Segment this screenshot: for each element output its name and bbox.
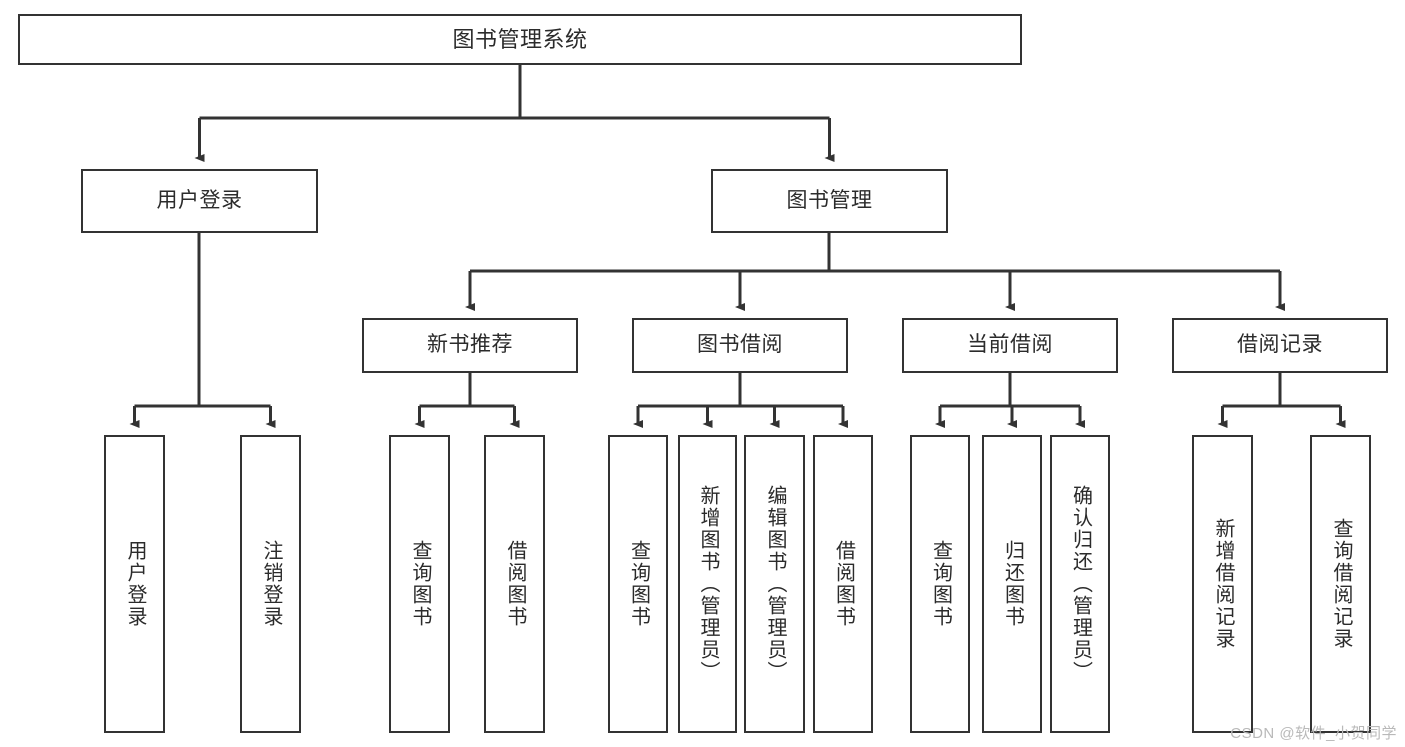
node-label: 借阅图书 bbox=[504, 540, 526, 628]
node-label: 借阅图书 bbox=[832, 540, 855, 628]
node-label: 图书借阅 bbox=[697, 333, 783, 357]
node-r_add[interactable]: 新增借阅记录 bbox=[1192, 435, 1253, 733]
node-b_query[interactable]: 查询图书 bbox=[608, 435, 668, 733]
node-label: 查询借阅记录 bbox=[1330, 518, 1352, 650]
node-label: 当前借阅 bbox=[967, 333, 1053, 357]
node-label: 借阅记录 bbox=[1237, 333, 1323, 357]
node-r_query[interactable]: 查询借阅记录 bbox=[1310, 435, 1371, 733]
node-root[interactable]: 图书管理系统 bbox=[18, 14, 1022, 65]
node-n_query[interactable]: 查询图书 bbox=[389, 435, 450, 733]
node-c_query[interactable]: 查询图书 bbox=[910, 435, 970, 733]
node-bookmgmt[interactable]: 图书管理 bbox=[711, 169, 948, 233]
node-current[interactable]: 当前借阅 bbox=[902, 318, 1118, 373]
node-label: 确认归还（管理员） bbox=[1069, 485, 1092, 683]
node-label: 编辑图书（管理员） bbox=[764, 485, 786, 683]
node-newbook[interactable]: 新书推荐 bbox=[362, 318, 578, 373]
node-label: 查询图书 bbox=[409, 540, 431, 628]
node-label: 用户登录 bbox=[124, 540, 146, 628]
node-label: 新书推荐 bbox=[427, 333, 513, 357]
node-label: 查询图书 bbox=[627, 540, 650, 628]
node-l_login[interactable]: 用户登录 bbox=[104, 435, 165, 733]
node-label: 归还图书 bbox=[1001, 540, 1024, 628]
node-label: 用户登录 bbox=[156, 188, 243, 212]
node-l_logout[interactable]: 注销登录 bbox=[240, 435, 301, 733]
node-records[interactable]: 借阅记录 bbox=[1172, 318, 1388, 373]
node-label: 注销登录 bbox=[260, 540, 282, 628]
node-b_borrow[interactable]: 借阅图书 bbox=[813, 435, 873, 733]
node-label: 查询图书 bbox=[929, 540, 952, 628]
node-label: 图书管理 bbox=[786, 188, 873, 212]
node-b_edit[interactable]: 编辑图书（管理员） bbox=[744, 435, 805, 733]
node-c_return[interactable]: 归还图书 bbox=[982, 435, 1042, 733]
node-label: 图书管理系统 bbox=[452, 26, 588, 52]
node-label: 新增图书（管理员） bbox=[697, 485, 719, 683]
node-login[interactable]: 用户登录 bbox=[81, 169, 318, 233]
node-c_confirm[interactable]: 确认归还（管理员） bbox=[1050, 435, 1110, 733]
watermark-label: CSDN @软件_小贺同学 bbox=[1230, 725, 1397, 742]
node-b_add[interactable]: 新增图书（管理员） bbox=[678, 435, 737, 733]
node-label: 新增借阅记录 bbox=[1212, 518, 1234, 650]
node-borrow[interactable]: 图书借阅 bbox=[632, 318, 848, 373]
node-n_borrow[interactable]: 借阅图书 bbox=[484, 435, 545, 733]
